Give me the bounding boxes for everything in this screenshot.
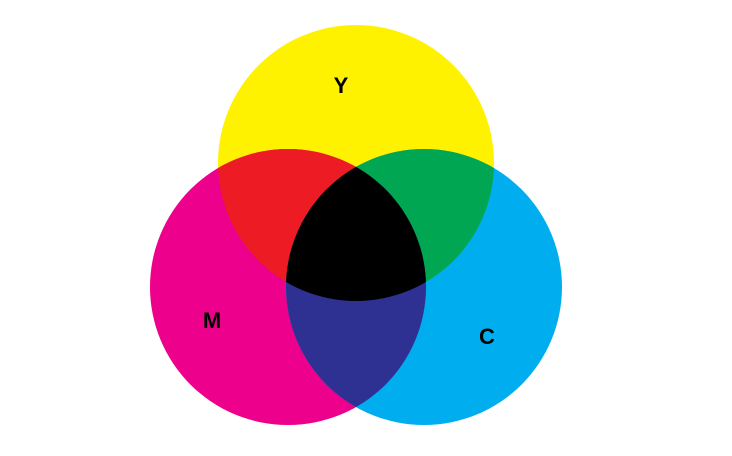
- label-cyan: C: [479, 324, 495, 349]
- label-yellow: Y: [334, 73, 349, 98]
- label-magenta: M: [203, 308, 221, 333]
